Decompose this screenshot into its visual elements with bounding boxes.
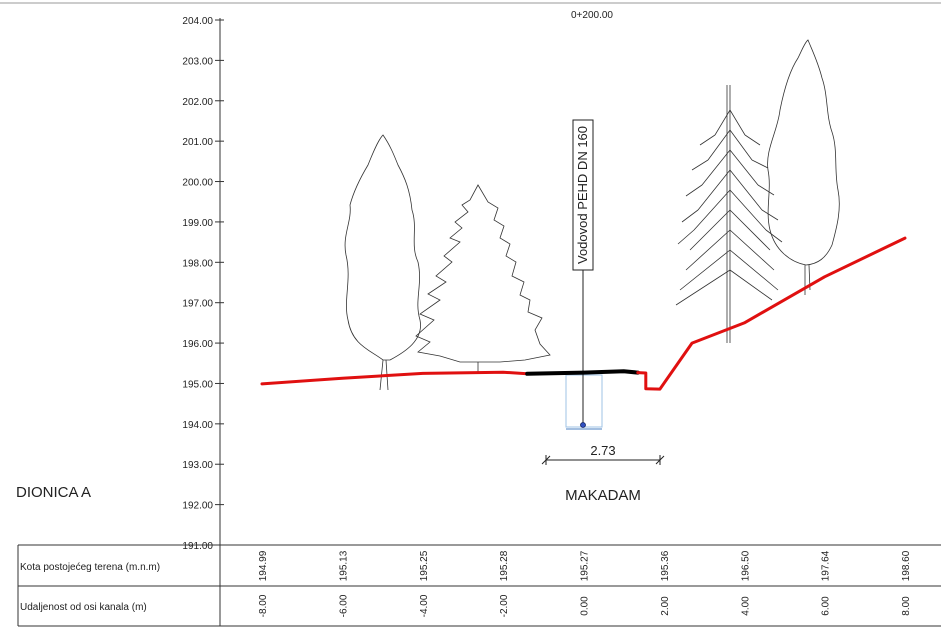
- y-tick-label: 204.00: [182, 16, 213, 27]
- y-tick-label: 193.00: [182, 460, 213, 471]
- terrain-elevation-value: 195.28: [499, 550, 510, 581]
- y-tick-label: 202.00: [182, 97, 213, 108]
- distance-row-label: Udaljenost od osi kanala (m): [20, 602, 147, 613]
- terrain-elevation-value: 198.60: [901, 550, 912, 581]
- surface-label: MAKADAM: [565, 487, 641, 504]
- elevation-axis-ticks: 204.00 203.00 202.00 201.00 200.00 199.00 198.…: [182, 16, 224, 552]
- data-table: Kota postojećeg terena (m.n.m) Udaljenos…: [17, 544, 941, 627]
- width-dimension: 2.73: [541, 443, 665, 465]
- dimension-value: 2.73: [590, 443, 615, 458]
- terrain-elevation-value: 195.36: [660, 550, 671, 581]
- poplar-tree-right: [767, 39, 840, 295]
- terrain-elevation-value: 195.13: [338, 550, 349, 581]
- pipe-marker: [580, 422, 586, 428]
- y-tick-label: 192.00: [182, 501, 213, 512]
- terrain-profile: [260, 236, 907, 391]
- road-surface-line: [525, 369, 640, 376]
- y-tick-label: 199.00: [182, 218, 213, 229]
- y-tick-label: 197.00: [182, 299, 213, 310]
- table-values: 194.99 -8.00 195.13 -6.00 195.25 -4.00 195.28 -…: [258, 550, 912, 617]
- terrain-elevation-value: 196.50: [740, 550, 751, 581]
- pipe-label-box: [572, 119, 594, 271]
- y-tick-label: 191.00: [182, 541, 213, 552]
- y-tick-label: 194.00: [182, 420, 213, 431]
- y-tick-label: 201.00: [182, 137, 213, 148]
- offset-value: -2.00: [499, 594, 510, 617]
- y-tick-label: 195.00: [182, 379, 213, 390]
- offset-value: -6.00: [338, 594, 349, 617]
- offset-value: 0.00: [580, 596, 591, 616]
- poplar-tree-left: [344, 134, 421, 391]
- offset-value: 6.00: [821, 596, 832, 616]
- spruce-tree-right: [675, 85, 783, 343]
- y-tick-label: 196.00: [182, 339, 213, 350]
- terrain-line: [636, 236, 907, 391]
- trench-outline: [565, 374, 603, 428]
- pipe-trench: Vodovod PEHD DN 160: [565, 119, 603, 430]
- y-tick-label: 203.00: [182, 56, 213, 67]
- terrain-elevation-value: 195.27: [580, 550, 591, 581]
- offset-value: 4.00: [740, 596, 751, 616]
- spruce-tree-left: [415, 184, 551, 372]
- y-tick-label: 198.00: [182, 258, 213, 269]
- terrain-line: [260, 370, 529, 386]
- terrain-elevation-value: 194.99: [258, 550, 269, 581]
- terrain-elevation-value: 195.25: [419, 550, 430, 581]
- offset-value: -8.00: [258, 594, 269, 617]
- offset-value: 8.00: [901, 596, 912, 616]
- offset-value: 2.00: [660, 596, 671, 616]
- offset-value: -4.00: [419, 594, 430, 617]
- y-tick-label: 200.00: [182, 178, 213, 189]
- section-label: DIONICA A: [16, 484, 91, 501]
- terrain-elevation-value: 197.64: [821, 550, 832, 581]
- chainage-title: 0+200.00: [571, 10, 613, 21]
- terrain-row-label: Kota postojećeg terena (m.n.m): [20, 562, 160, 573]
- pipe-label: Vodovod PEHD DN 160: [575, 126, 590, 264]
